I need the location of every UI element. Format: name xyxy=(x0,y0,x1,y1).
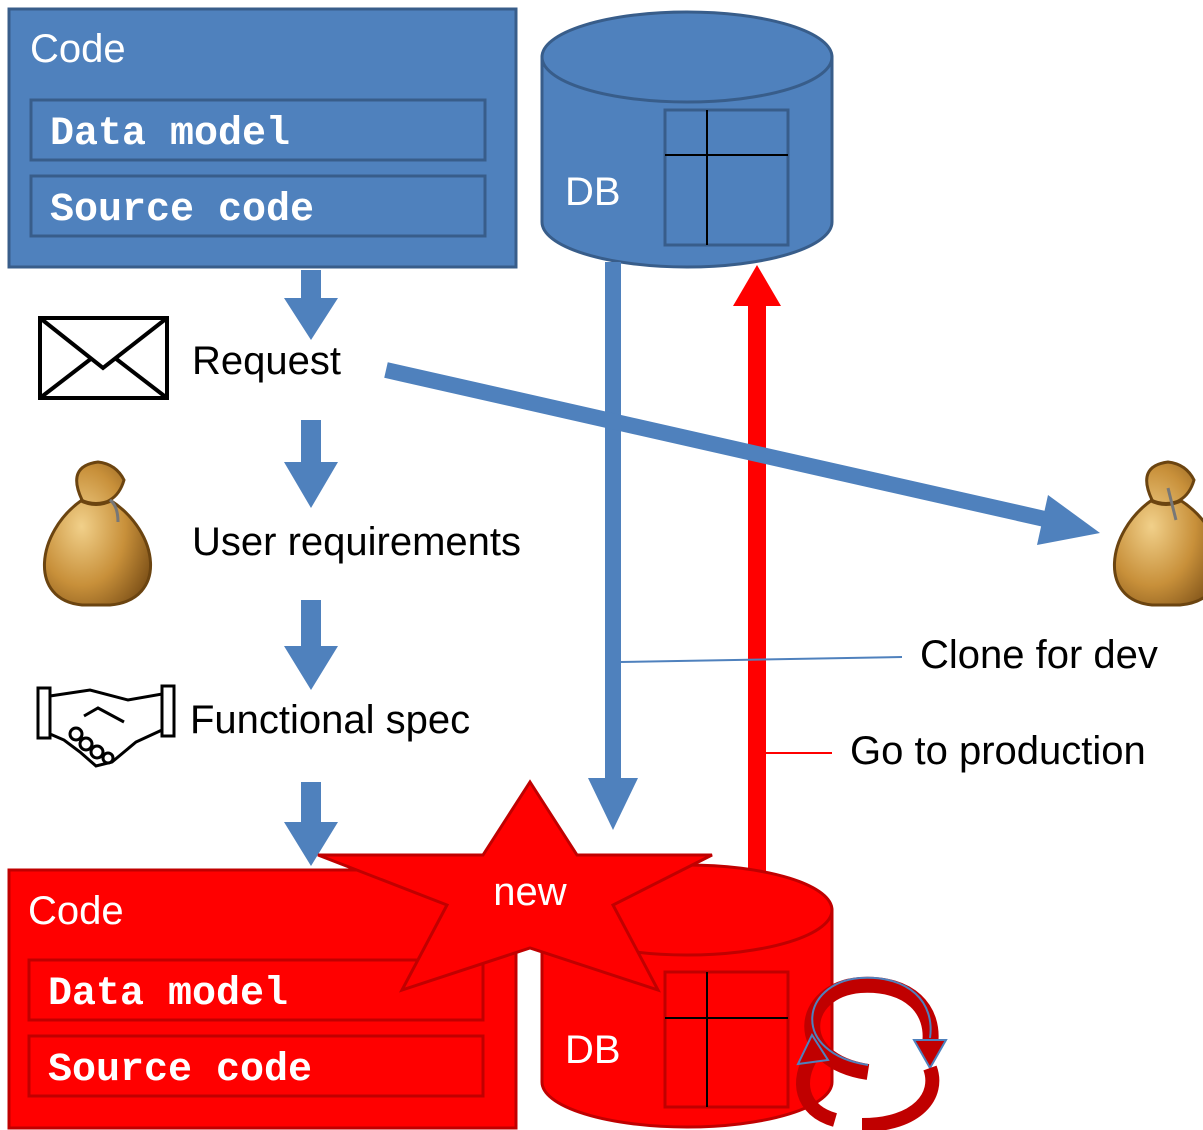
clone-annotation: Clone for dev xyxy=(920,633,1158,677)
clone-arrow xyxy=(588,262,638,830)
handshake-icon xyxy=(36,684,176,768)
top-data-model-box xyxy=(29,98,487,162)
money-bag-icon xyxy=(43,460,152,607)
flow-arrow-1 xyxy=(284,270,338,340)
bottom-source-code-label: Source code xyxy=(48,1048,312,1093)
step-user-requirements-label: User requirements xyxy=(192,520,521,564)
step-functional-spec-label: Functional spec xyxy=(190,698,470,742)
step-request-label: Request xyxy=(192,339,341,383)
flow-arrows xyxy=(284,270,338,866)
top-db-cylinder: DB xyxy=(540,10,834,269)
top-code-title: Code xyxy=(30,27,126,71)
top-data-model-label: Data model xyxy=(50,112,290,157)
bottom-code-box: Code Data model Source code xyxy=(7,868,518,1130)
production-arrow xyxy=(733,265,781,884)
new-star-label: new xyxy=(493,870,566,914)
bottom-source-code-box xyxy=(27,1034,485,1098)
bottom-data-model-label: Data model xyxy=(48,972,288,1017)
refresh-cycle-icon xyxy=(796,976,948,1130)
bottom-db-label: DB xyxy=(565,1028,621,1072)
top-db-table-icon xyxy=(663,108,790,247)
top-source-code-box xyxy=(29,174,487,238)
flow-arrow-4 xyxy=(284,782,338,866)
bottom-code-title: Code xyxy=(28,889,124,933)
flow-arrow-3 xyxy=(284,600,338,690)
production-annotation: Go to production xyxy=(850,729,1146,773)
top-source-code-label: Source code xyxy=(50,188,314,233)
flow-arrow-2 xyxy=(284,420,338,508)
envelope-icon xyxy=(38,316,169,400)
bottom-data-model-box xyxy=(27,958,485,1022)
money-bag-icon-right xyxy=(1113,460,1203,607)
bottom-db-table-icon xyxy=(663,970,790,1109)
top-code-box: Code Data model Source code xyxy=(7,7,518,269)
clone-callout-line xyxy=(619,656,903,663)
new-star: new xyxy=(317,779,713,993)
top-db-label: DB xyxy=(565,170,621,214)
request-to-bag-arrow xyxy=(384,362,1100,545)
